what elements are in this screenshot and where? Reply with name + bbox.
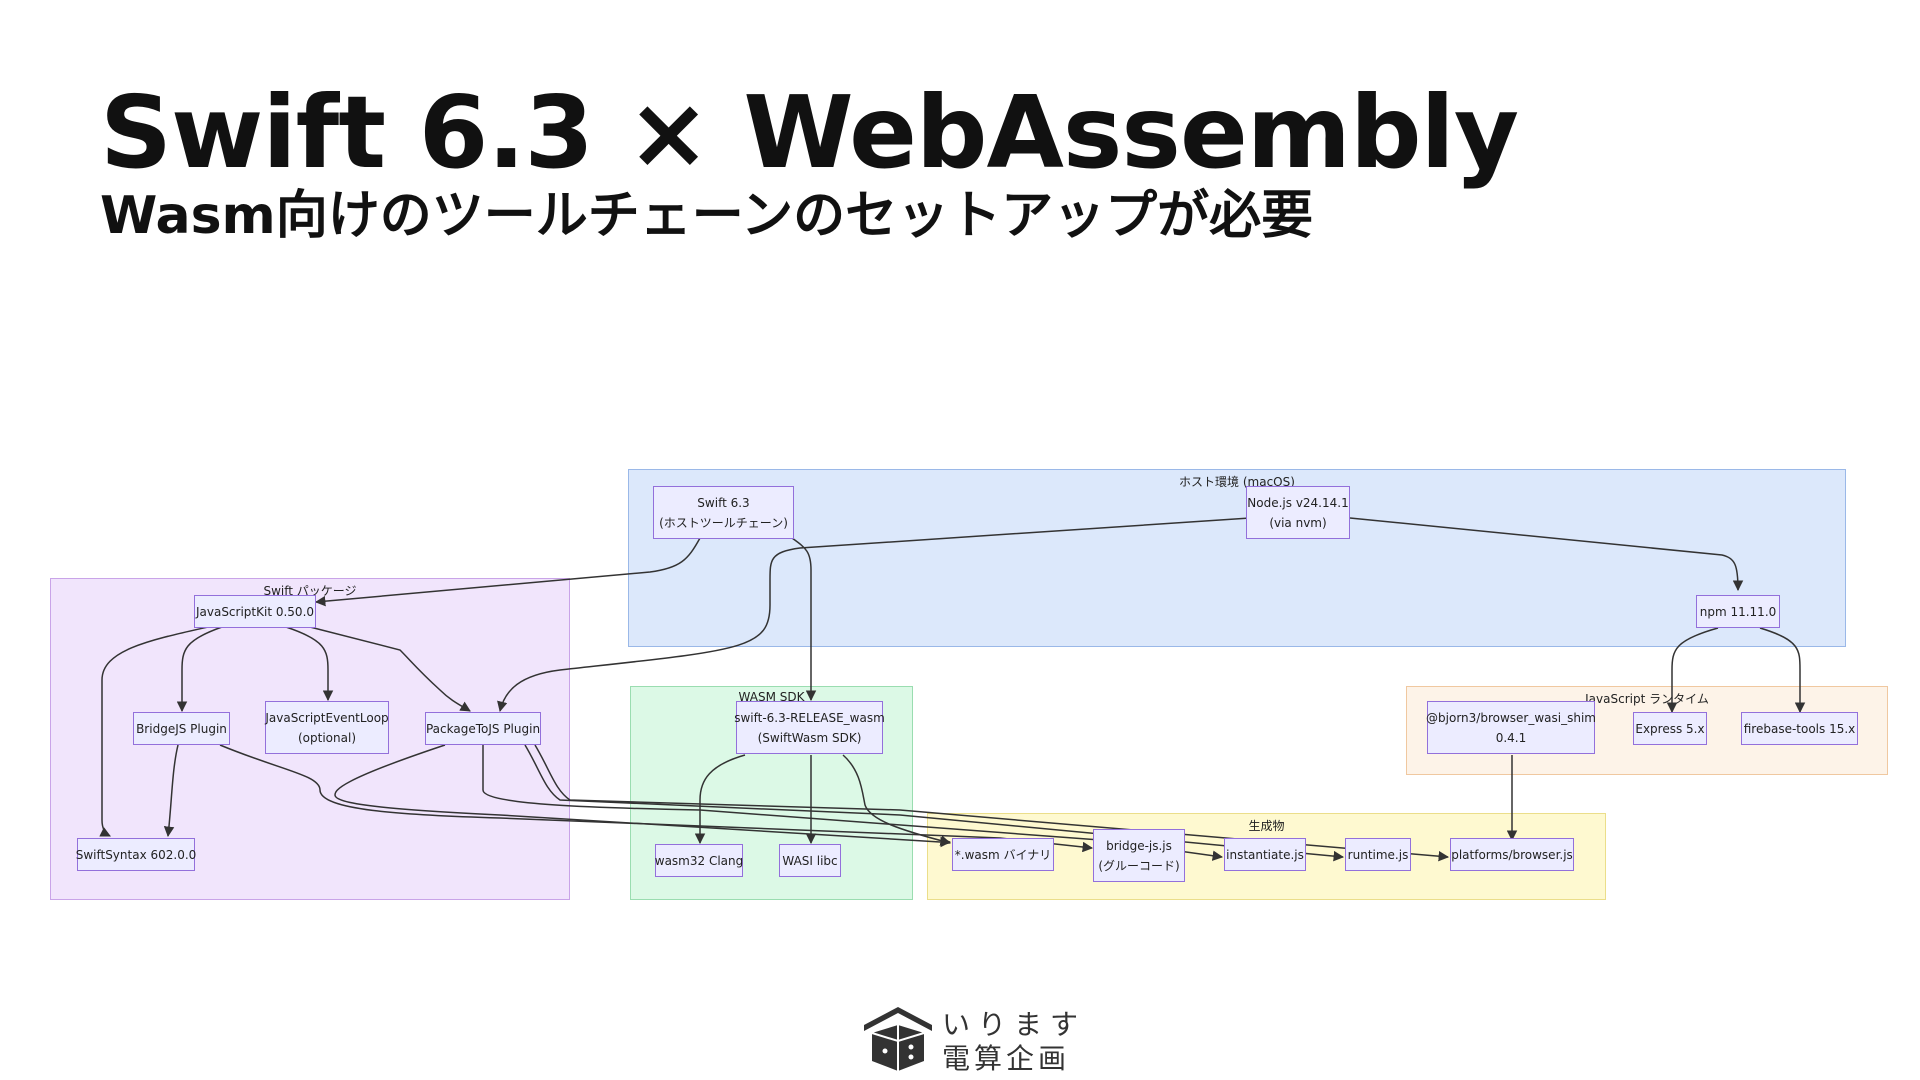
node-packagetojs-plugin: PackageToJS Plugin <box>425 712 541 745</box>
node-browser-wasi-shim: @bjorn3/browser_wasi_shim 0.4.1 <box>1426 701 1596 754</box>
node-packagetojs-plugin-line1: PackageToJS Plugin <box>425 721 541 736</box>
node-bridgejs-plugin: BridgeJS Plugin <box>133 712 230 745</box>
node-swiftwasm-sdk-line2: (SwiftWasm SDK) <box>757 730 862 745</box>
node-wasm32-clang: wasm32 Clang <box>655 844 743 877</box>
node-swift-host-line1: Swift 6.3 <box>697 495 750 510</box>
node-npm: npm 11.11.0 <box>1696 595 1780 628</box>
node-express-line1: Express 5.x <box>1635 721 1705 736</box>
node-instantiate-js-line1: instantiate.js <box>1226 847 1304 862</box>
slide-title: Swift 6.3 × WebAssembly <box>100 74 1519 191</box>
node-swift-host: Swift 6.3 (ホストツールチェーン) <box>653 486 794 539</box>
node-swiftwasm-sdk-line1: swift-6.3-RELEASE_wasm <box>734 710 885 725</box>
node-wasm-binary: *.wasm バイナリ <box>952 838 1054 871</box>
node-instantiate-js: instantiate.js <box>1224 838 1306 871</box>
node-eventloop: JavaScriptEventLoop (optional) <box>265 701 389 754</box>
node-bridge-js-js-line1: bridge-js.js <box>1106 838 1172 853</box>
slide-subtitle: Wasm向けのツールチェーンのセットアップが必要 <box>100 186 1314 246</box>
node-wasi-libc: WASI libc <box>779 844 841 877</box>
node-javascriptkit-line1: JavaScriptKit 0.50.0 <box>195 604 315 619</box>
node-nodejs-line1: Node.js v24.14.1 <box>1247 495 1349 510</box>
node-swift-host-line2: (ホストツールチェーン) <box>659 515 788 530</box>
node-bridge-js-js: bridge-js.js (グルーコード) <box>1093 829 1185 882</box>
node-eventloop-line1: JavaScriptEventLoop <box>265 710 389 725</box>
node-platforms-browser-js-line1: platforms/browser.js <box>1451 847 1573 862</box>
node-eventloop-line2: (optional) <box>298 730 356 745</box>
logo-text-line2: 電算企画 <box>942 1042 1071 1075</box>
node-runtime-js-line1: runtime.js <box>1347 847 1409 862</box>
cluster-artifacts-label: 生成物 <box>1248 819 1285 833</box>
node-firebase-tools-line1: firebase-tools 15.x <box>1743 721 1856 736</box>
node-javascriptkit: JavaScriptKit 0.50.0 <box>194 595 316 628</box>
node-express: Express 5.x <box>1633 712 1707 745</box>
node-nodejs: Node.js v24.14.1 (via nvm) <box>1246 486 1350 539</box>
node-wasi-libc-line1: WASI libc <box>782 853 838 868</box>
node-nodejs-line2: (via nvm) <box>1269 515 1327 530</box>
node-runtime-js: runtime.js <box>1345 838 1411 871</box>
node-browser-wasi-shim-line1: @bjorn3/browser_wasi_shim <box>1426 710 1596 725</box>
node-wasm32-clang-line1: wasm32 Clang <box>654 853 744 868</box>
node-swiftsyntax: SwiftSyntax 602.0.0 <box>75 838 197 871</box>
logo-text-line1: いります <box>942 1008 1087 1041</box>
cluster-host-label: ホスト環境 (macOS) <box>1179 475 1295 489</box>
node-firebase-tools: firebase-tools 15.x <box>1741 712 1858 745</box>
company-logo: いります 電算企画 <box>860 1003 1078 1075</box>
node-browser-wasi-shim-line2: 0.4.1 <box>1495 730 1527 745</box>
node-bridge-js-js-line2: (グルーコード) <box>1098 858 1180 873</box>
node-platforms-browser-js: platforms/browser.js <box>1450 838 1574 871</box>
node-swiftsyntax-line1: SwiftSyntax 602.0.0 <box>75 847 197 862</box>
house-box-icon <box>864 1007 932 1071</box>
node-npm-line1: npm 11.11.0 <box>1699 604 1777 619</box>
node-swiftwasm-sdk: swift-6.3-RELEASE_wasm (SwiftWasm SDK) <box>734 701 885 754</box>
node-bridgejs-plugin-line1: BridgeJS Plugin <box>136 721 227 736</box>
node-wasm-binary-line1: *.wasm バイナリ <box>954 847 1052 862</box>
cluster-host: ホスト環境 (macOS) <box>628 469 1846 647</box>
